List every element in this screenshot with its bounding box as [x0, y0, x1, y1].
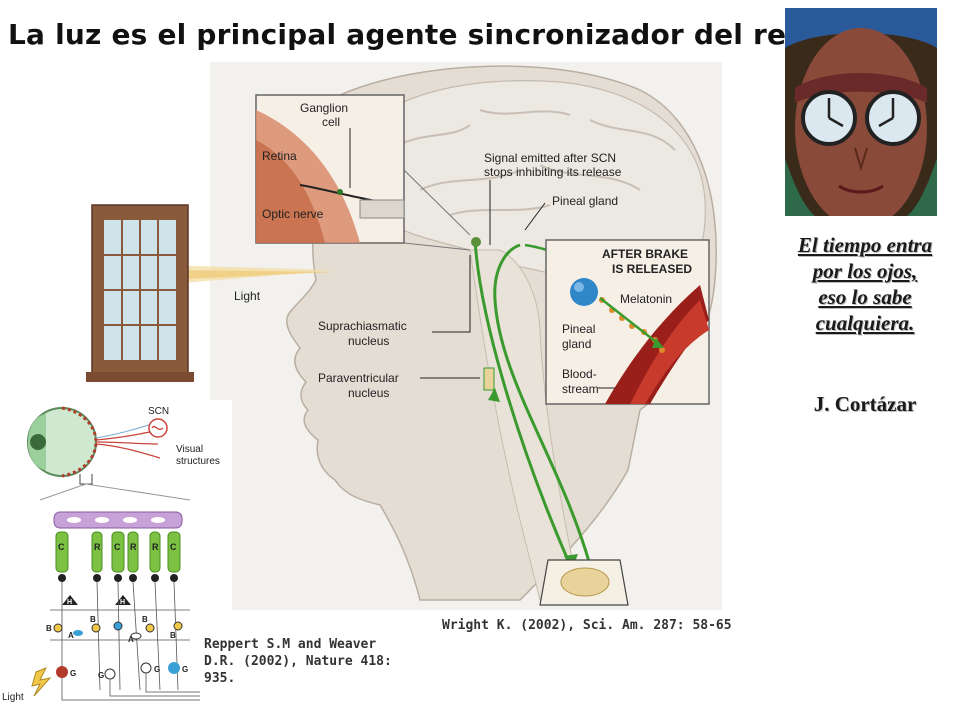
label-after-brake-1: AFTER BRAKE [602, 247, 688, 261]
cell-label-c-3: C [170, 542, 177, 552]
cell-label-g-3: G [154, 665, 160, 674]
cervical-ganglion-inset [539, 559, 629, 606]
window-illustration [86, 204, 194, 382]
scn-node [471, 237, 481, 247]
citation-reppert-line-3: 935. [204, 671, 236, 686]
cell-label-r-2: R [130, 542, 137, 552]
optic-nerve-bundle [359, 199, 405, 219]
cell-label-g-1: G [70, 669, 76, 678]
cell-label-c-2: C [114, 542, 121, 552]
pathway-return [493, 243, 592, 566]
retina-cell-diagram: SCN Visual structures C R C R R C H H [0, 400, 232, 716]
pigment-epithelium [53, 511, 183, 529]
cell-label-b-4: B [170, 631, 176, 640]
label-pvn-2: nucleus [348, 386, 389, 400]
cell-label-a-2: A [128, 635, 134, 644]
label-scn-1: Suprachiasmatic [318, 319, 407, 333]
cell-label-b-3: B [142, 615, 148, 624]
eye-label-scn: SCN [148, 406, 169, 417]
brainstem [469, 249, 581, 601]
slide-title: La luz es el principal agente sincroniza… [8, 18, 826, 51]
bipolar-cells [53, 621, 183, 633]
quote-line-3: eso lo sabe [818, 285, 912, 309]
ganglion-cell-dot [337, 189, 343, 195]
label-pineal-2: gland [562, 337, 591, 351]
label-blood-2: stream [562, 382, 599, 396]
eye-label-visual-2: structures [176, 456, 220, 467]
label-blood-1: Blood- [562, 367, 597, 381]
cell-label-b-1: B [46, 624, 52, 633]
label-ganglion-2: cell [322, 115, 340, 129]
pathway-ganglion-node [483, 367, 495, 391]
citation-reppert-line-1: Reppert S.M and Weaver [204, 637, 377, 652]
cell-label-b-2: B [90, 615, 96, 624]
label-melatonin: Melatonin [620, 292, 672, 306]
light-bolt-icon [31, 667, 52, 697]
cell-label-r-1: R [94, 542, 101, 552]
horizontal-cells [62, 595, 131, 605]
quote-line-4: cualquiera. [815, 311, 915, 335]
retina-tissue-inner [256, 140, 325, 243]
eyeball-illustration [27, 406, 161, 478]
leader-scn [432, 255, 471, 333]
cell-label-c-1: C [58, 542, 65, 552]
citation-reppert-line-2: D.R. (2002), Nature 418: [204, 654, 392, 669]
label-light: Light [234, 289, 261, 303]
pathway-scn-to-gland [473, 239, 572, 566]
label-optic-nerve: Optic nerve [262, 207, 324, 221]
label-signal-1: Signal emitted after SCN [484, 151, 616, 165]
cell-label-g-4: G [182, 665, 188, 674]
photoreceptors [55, 531, 181, 573]
quote-author: J. Cortázar [813, 392, 917, 416]
citation-wright: Wright K. (2002), Sci. Am. 287: 58-65 [442, 618, 732, 633]
quote-line-2: por los ojos, [812, 259, 918, 283]
label-signal-2: stops inhibiting its release [484, 165, 622, 179]
pathway-arrow-2 [488, 388, 500, 402]
label-after-brake-2: IS RELEASED [612, 262, 692, 276]
ganglion-cells [56, 662, 180, 680]
label-pvn-1: Paraventricular [318, 371, 399, 385]
label-ganglion-1: Ganglion [300, 101, 348, 115]
amacrine-cells [73, 630, 142, 640]
eye-label-light: Light [2, 692, 24, 703]
cell-label-g-2: G [98, 671, 104, 680]
cell-label-h-2: H [120, 599, 125, 606]
cortazar-quote: El tiempo entra por los ojos, eso lo sab… [770, 232, 960, 336]
cell-label-a-1: A [68, 631, 74, 640]
label-retina: Retina [262, 149, 297, 163]
cell-label-h-1: H [67, 599, 72, 606]
clock-eyes-portrait [785, 8, 937, 216]
quote-line-1: El tiempo entra [797, 233, 933, 257]
inset-connector [403, 169, 471, 251]
pineal-gland-sphere [570, 278, 598, 306]
cell-label-r-3: R [152, 542, 159, 552]
melatonin-arrow [599, 297, 661, 346]
label-pineal-1: Pineal [562, 322, 595, 336]
output-axons [61, 673, 200, 701]
brain-folds [389, 109, 676, 216]
light-beam-core [165, 270, 335, 280]
leader-signal [489, 180, 546, 245]
blood-vessel-inner [630, 300, 709, 404]
eye-label-visual-1: Visual [176, 444, 203, 455]
citation-reppert: Reppert S.M and Weaver D.R. (2002), Natu… [204, 636, 392, 687]
label-scn-2: nucleus [348, 334, 389, 348]
label-pineal-gland: Pineal gland [552, 194, 618, 208]
photoreceptor-bodies [58, 574, 178, 582]
